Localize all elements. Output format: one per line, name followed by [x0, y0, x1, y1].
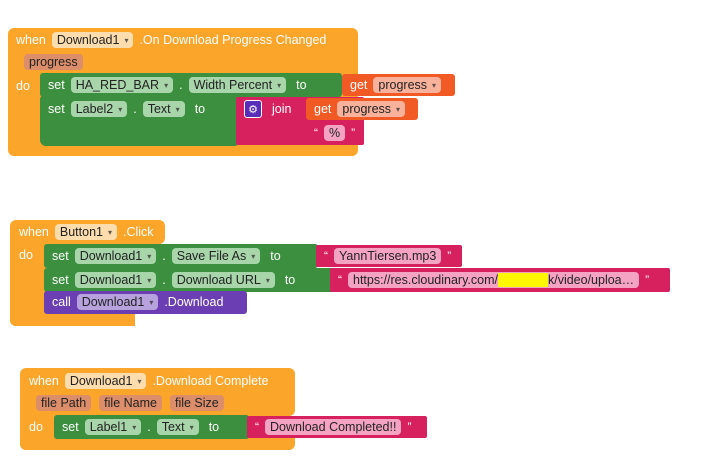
chevron-down-icon: ▾: [147, 251, 152, 261]
set-label: set: [52, 273, 69, 287]
dot: .: [179, 78, 183, 92]
chevron-down-icon: ▾: [118, 104, 123, 114]
chevron-down-icon: ▾: [132, 422, 137, 432]
component-dropdown[interactable]: Download1▾: [64, 373, 147, 389]
do-label: do: [29, 420, 43, 434]
event-name: .On Download Progress Changed: [139, 33, 327, 47]
component-dropdown[interactable]: Label1▾: [84, 419, 142, 435]
chevron-down-icon: ▾: [124, 35, 129, 45]
event-footer: [10, 314, 135, 326]
text-download-completed[interactable]: Download Completed!!: [265, 419, 402, 435]
when-label: when: [16, 33, 46, 47]
quote-open: “: [255, 420, 259, 434]
chevron-down-icon: ▾: [149, 297, 154, 307]
component-dropdown[interactable]: Download1▾: [76, 294, 159, 310]
chevron-down-icon: ▾: [107, 227, 112, 237]
method-name: .Download: [164, 295, 224, 309]
url-start: https://res.cloudinary.com/: [353, 273, 498, 287]
property-dropdown[interactable]: Text▾: [156, 419, 199, 435]
component-dropdown[interactable]: Button1▾: [54, 224, 117, 240]
chevron-down-icon: ▾: [175, 104, 180, 114]
quote-open: “: [324, 249, 328, 263]
quote-open: “: [338, 273, 342, 287]
chevron-down-icon: ▾: [189, 422, 194, 432]
set-label: set: [48, 102, 65, 116]
param-progress[interactable]: progress: [24, 54, 83, 70]
to-label: to: [270, 249, 281, 263]
text-percent[interactable]: %: [324, 125, 346, 141]
chevron-down-icon: ▾: [277, 80, 282, 90]
dot: .: [162, 273, 166, 287]
component-dropdown[interactable]: Download1▾: [51, 32, 134, 48]
component-dropdown[interactable]: Label2▾: [70, 101, 128, 117]
do-label: do: [19, 248, 33, 262]
get-label: get: [314, 102, 332, 116]
quote-open: “: [314, 126, 318, 140]
property-dropdown[interactable]: Text▾: [142, 101, 185, 117]
param-file-size[interactable]: file Size: [169, 395, 224, 411]
component-dropdown[interactable]: Download1▾: [74, 272, 157, 288]
quote-close: ”: [447, 249, 452, 263]
event-footer: [20, 438, 295, 450]
quote-close: ”: [645, 273, 650, 287]
chevron-down-icon: ▾: [265, 275, 270, 285]
chevron-down-icon: ▾: [137, 376, 142, 386]
quote-close: ”: [351, 126, 356, 140]
set-label: set: [52, 249, 69, 263]
set-label: set: [48, 78, 65, 92]
property-dropdown[interactable]: Download URL▾: [171, 272, 275, 288]
gear-icon[interactable]: ⚙: [244, 100, 262, 118]
to-label: to: [284, 273, 296, 287]
property-dropdown[interactable]: Save File As▾: [171, 248, 261, 264]
event-body: [10, 240, 46, 326]
component-dropdown[interactable]: HA_RED_BAR▾: [70, 77, 174, 93]
join-label: join: [272, 102, 292, 116]
variable-dropdown[interactable]: progress▾: [373, 77, 442, 93]
url-end: k/video/uploa…: [547, 273, 635, 287]
chevron-down-icon: ▾: [396, 104, 401, 114]
text-url[interactable]: https://res.cloudinary.com/xxxxxxxxk/vid…: [348, 272, 640, 288]
chevron-down-icon: ▾: [164, 80, 169, 90]
param-file-name[interactable]: file Name: [99, 395, 162, 411]
quote-close: ”: [407, 420, 412, 434]
to-label: to: [208, 420, 220, 434]
set-label: set: [62, 420, 79, 434]
redaction-highlight: xxxxxxxx: [497, 273, 548, 287]
param-file-path[interactable]: file Path: [36, 395, 92, 411]
dot: .: [133, 102, 137, 116]
chevron-down-icon: ▾: [432, 80, 437, 90]
dot: .: [162, 249, 166, 263]
when-label: when: [29, 374, 59, 388]
component-dropdown[interactable]: Download1▾: [74, 248, 157, 264]
do-label: do: [16, 79, 30, 93]
text-filename[interactable]: YannTiersen.mp3: [334, 248, 442, 264]
to-label: to: [194, 102, 206, 116]
get-label: get: [350, 78, 368, 92]
property-dropdown[interactable]: Width Percent▾: [188, 77, 287, 93]
variable-dropdown[interactable]: progress▾: [337, 101, 406, 117]
chevron-down-icon: ▾: [251, 251, 256, 261]
chevron-down-icon: ▾: [147, 275, 152, 285]
call-label: call: [52, 295, 71, 309]
event-name: .Click: [123, 225, 154, 239]
event-header: when Download1▾ .On Download Progress Ch…: [16, 29, 326, 51]
to-label: to: [296, 78, 307, 92]
dot: .: [147, 420, 151, 434]
event-name: .Download Complete: [152, 374, 269, 388]
when-label: when: [19, 225, 49, 239]
